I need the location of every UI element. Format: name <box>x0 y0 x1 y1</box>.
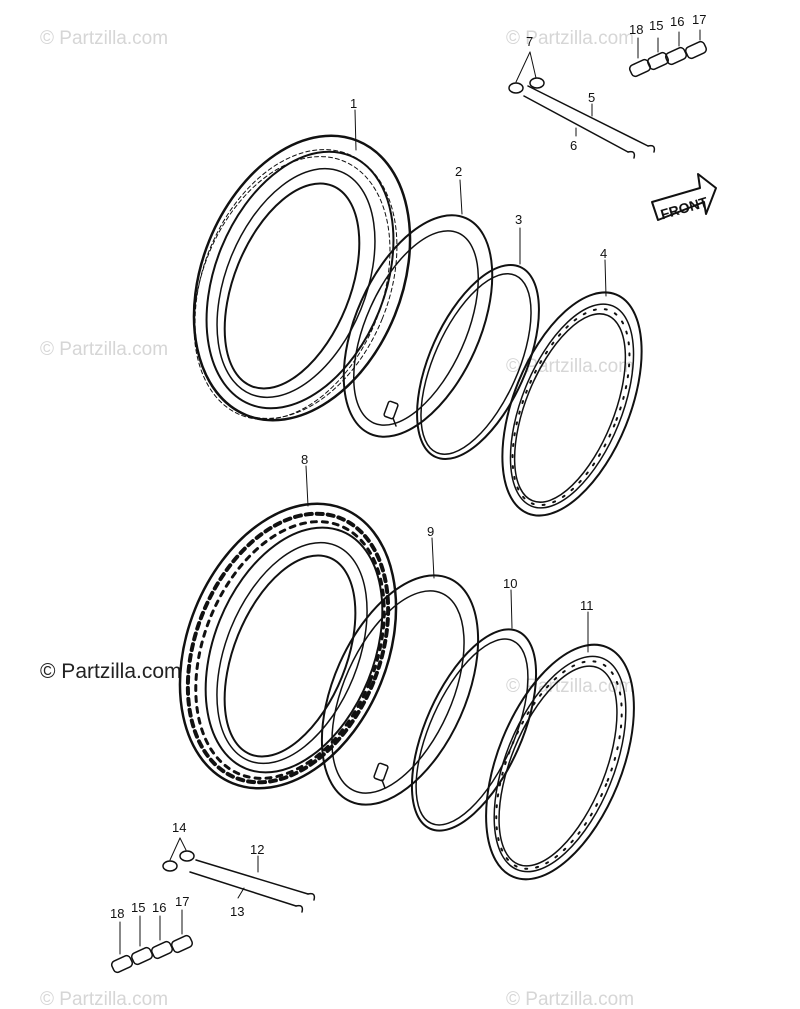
callout-top-18: 18 <box>629 22 643 37</box>
rear-rim-band <box>410 628 538 832</box>
leader-lines <box>237 103 607 899</box>
rear-tube <box>320 574 480 806</box>
callout-bottom-15: 15 <box>131 900 145 915</box>
front-rim-band <box>416 264 540 460</box>
watermark-center-left: © Partzilla.com <box>40 660 182 683</box>
watermark-center-right: © Partzilla.com <box>506 676 634 697</box>
watermark-top-left: © Partzilla.com <box>40 28 168 49</box>
callout-9: 9 <box>427 524 434 539</box>
callout-11: 11 <box>580 598 594 613</box>
callout-top-16: 16 <box>670 14 684 29</box>
callouts: 1 2 3 4 5 6 7 8 9 10 11 12 13 14 18 15 1… <box>110 12 706 921</box>
front-spokes <box>508 51 656 159</box>
rear-tire <box>178 502 398 790</box>
front-tire <box>192 134 412 422</box>
front-rim <box>501 291 643 517</box>
callout-7: 7 <box>526 34 533 49</box>
callout-2: 2 <box>455 164 462 179</box>
callout-top-15: 15 <box>649 18 663 33</box>
callout-8: 8 <box>301 452 308 467</box>
watermark-bottom-left: © Partzilla.com <box>40 989 168 1009</box>
callout-3: 3 <box>515 212 522 227</box>
front-arrow: FRONT <box>651 173 717 222</box>
callout-top-17: 17 <box>692 12 706 27</box>
callout-5: 5 <box>588 90 595 105</box>
callout-14: 14 <box>172 820 186 835</box>
front-tube <box>342 214 494 438</box>
callout-12: 12 <box>250 842 264 857</box>
callout-bottom-18: 18 <box>110 906 124 921</box>
rear-rim <box>485 643 635 881</box>
callout-bottom-17: 17 <box>175 894 189 909</box>
rear-nipples <box>110 909 194 974</box>
watermark-mid-left: © Partzilla.com <box>40 339 168 360</box>
front-nipples <box>628 29 708 78</box>
callout-bottom-16: 16 <box>152 900 166 915</box>
watermark-bottom-right: © Partzilla.com <box>506 989 634 1009</box>
callout-6: 6 <box>570 138 577 153</box>
callout-13: 13 <box>230 904 244 919</box>
watermark-top-right: © Partzilla.com <box>506 28 634 49</box>
callout-1: 1 <box>350 96 357 111</box>
callout-10: 10 <box>503 576 517 591</box>
callout-4: 4 <box>600 246 607 261</box>
